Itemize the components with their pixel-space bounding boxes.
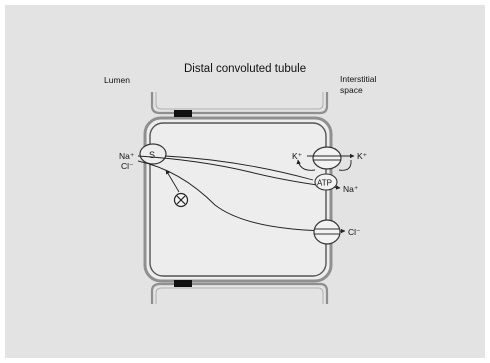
interstitial-label-line2: space — [340, 85, 363, 95]
cl-label-interstitial: Cl⁻ — [348, 227, 361, 237]
lumen-label: Lumen — [104, 75, 130, 85]
k-label-right: K⁺ — [357, 151, 368, 161]
diagram-title: Distal convoluted tubule — [184, 63, 306, 75]
symporter-label: S — [149, 150, 155, 160]
interstitial-label-line1: Interstitial — [340, 74, 376, 84]
cl-channel — [314, 220, 340, 244]
cl-label-lumen: Cl⁻ — [121, 161, 134, 171]
atp-label: ATP — [317, 179, 332, 188]
na-label-lumen: Na⁺ — [119, 151, 135, 161]
tight-junction-top — [174, 110, 192, 117]
tight-junction-bottom — [174, 280, 192, 287]
epithelial-cell — [145, 118, 331, 281]
k-label-left: K⁺ — [292, 151, 303, 161]
na-label-interstitial: Na⁺ — [343, 184, 359, 194]
